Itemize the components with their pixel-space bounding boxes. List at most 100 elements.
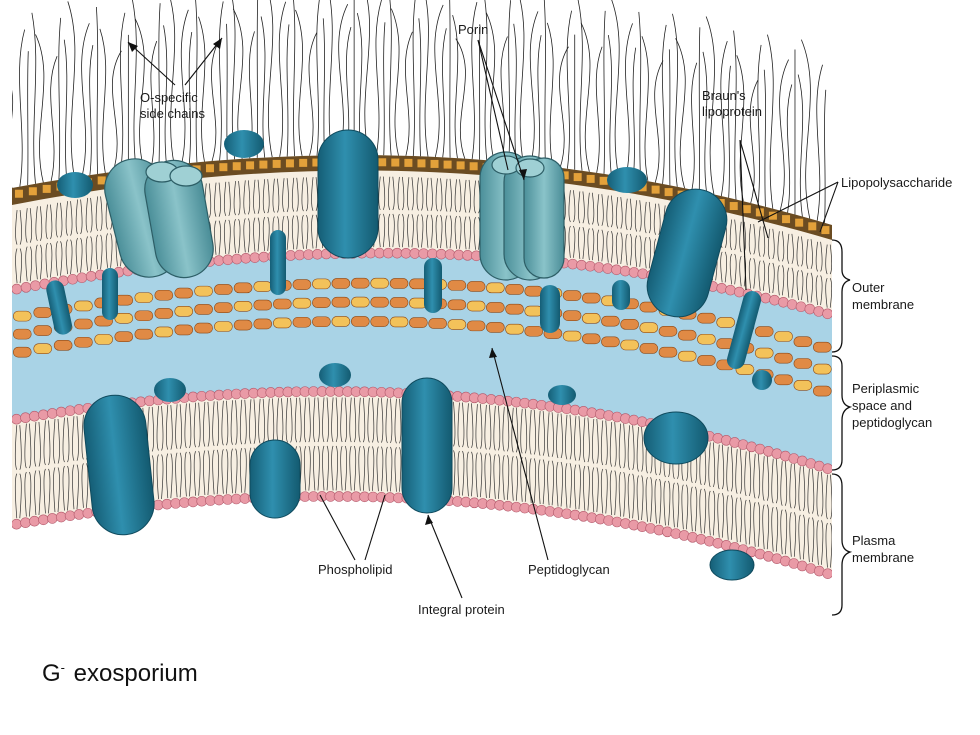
lipid-tail (777, 231, 780, 262)
lipid-tail (394, 447, 397, 492)
lps-unit (430, 159, 439, 168)
phospholipid-head (285, 250, 296, 261)
side-chain (500, 36, 508, 162)
phospholipid-head (400, 247, 412, 259)
peptidoglycan-unit (292, 316, 312, 328)
lipid-tail (569, 414, 572, 460)
side-chain (418, 18, 422, 157)
lipid-tail (625, 233, 628, 266)
phospholipid-head (64, 510, 76, 522)
caption-superscript: - (60, 660, 66, 675)
lipid-tail (502, 406, 505, 452)
phospholipid-head (20, 517, 31, 529)
lipid-tail (435, 215, 438, 249)
lipid-tail (739, 449, 743, 494)
lipid-tail (85, 236, 88, 271)
peptidoglycan-unit (601, 336, 620, 348)
caption-rest: exosporium (67, 660, 198, 687)
lipid-tail (565, 414, 568, 460)
lipid-tail (468, 179, 471, 213)
lipid-tail (15, 248, 18, 284)
lipid-tail (62, 465, 65, 511)
lipid-tail (156, 405, 159, 451)
lipid-tail (247, 180, 251, 215)
phospholipid-head (64, 405, 76, 417)
lipid-tail (326, 445, 329, 491)
lipid-tail (825, 244, 828, 275)
side-chain (63, 39, 68, 179)
lipid-tail (596, 467, 599, 513)
label-plasma-line1: Plasma (852, 533, 896, 548)
lipid-tail (301, 177, 304, 212)
lipid-tail (244, 448, 247, 493)
peptidoglycan-unit (370, 316, 389, 327)
lps-unit (755, 208, 764, 217)
lipid-tail (19, 425, 22, 470)
lipid-tail (668, 480, 671, 526)
lipid-tail (306, 214, 309, 249)
lipid-tail (462, 402, 465, 448)
lipid-tail (243, 218, 246, 253)
peptidoglycan-unit (697, 355, 716, 366)
lipid-tail (459, 215, 462, 249)
lipid-tail (810, 239, 813, 269)
lipid-tail (609, 422, 613, 467)
peptidoglycan-unit (447, 299, 467, 311)
lps-unit (664, 188, 673, 197)
lipid-tail (193, 451, 197, 496)
lipid-tail (39, 206, 43, 241)
label-peptidoglycan: Peptidoglycan (528, 562, 610, 577)
lipid-tail (161, 405, 164, 451)
lps-unit (259, 160, 268, 169)
lipid-tail (762, 504, 765, 550)
side-chain (434, 4, 444, 158)
lipid-tail (767, 228, 771, 260)
lipid-tail (308, 397, 311, 443)
lipid-tail (362, 397, 366, 443)
peptidoglycan-unit (581, 333, 601, 345)
lipid-tail (568, 225, 571, 258)
lipid-tail (587, 228, 590, 261)
side-chain (786, 84, 793, 213)
lipid-tail (820, 241, 823, 272)
lipid-tail (614, 422, 617, 467)
side-chain (824, 89, 827, 223)
lipid-tail (502, 455, 505, 500)
lipid-tail (344, 445, 348, 491)
lipid-tail (435, 178, 438, 212)
lipid-tail (60, 202, 63, 238)
side-chain (195, 0, 198, 163)
lipid-tail (629, 233, 633, 266)
lipid-tail (708, 490, 711, 536)
phospholipid-head (144, 395, 155, 407)
lipid-tail (214, 220, 217, 255)
lipid-tail (35, 206, 38, 241)
lipid-tail (228, 181, 231, 217)
lipid-tail (358, 397, 361, 443)
phospholipid-head (73, 404, 85, 415)
lipid-tail (547, 412, 550, 457)
lipid-tail (610, 195, 614, 228)
lipid-tail (53, 418, 56, 464)
lipid-tail (748, 499, 752, 545)
phospholipid-head (619, 265, 631, 277)
lipid-tail (349, 445, 352, 491)
lipid-tail (291, 215, 295, 250)
side-chain (577, 0, 583, 171)
lipid-tail (367, 446, 370, 491)
lipid-tail (198, 402, 201, 448)
phospholipid-head (213, 255, 225, 266)
lipid-tail (610, 230, 614, 263)
lipid-tail (381, 398, 384, 443)
label-integral-protein: Integral protein (418, 602, 505, 617)
lipid-tail (574, 464, 577, 510)
lipid-tail (14, 473, 18, 519)
lipid-tail (744, 499, 747, 545)
peptidoglycan-unit (351, 316, 370, 327)
side-chain (566, 10, 572, 169)
lipid-tail (53, 467, 56, 513)
lipid-tail (493, 405, 496, 451)
lipid-tail (787, 267, 790, 298)
lipid-tail (724, 251, 728, 283)
lipid-tail (239, 448, 243, 493)
